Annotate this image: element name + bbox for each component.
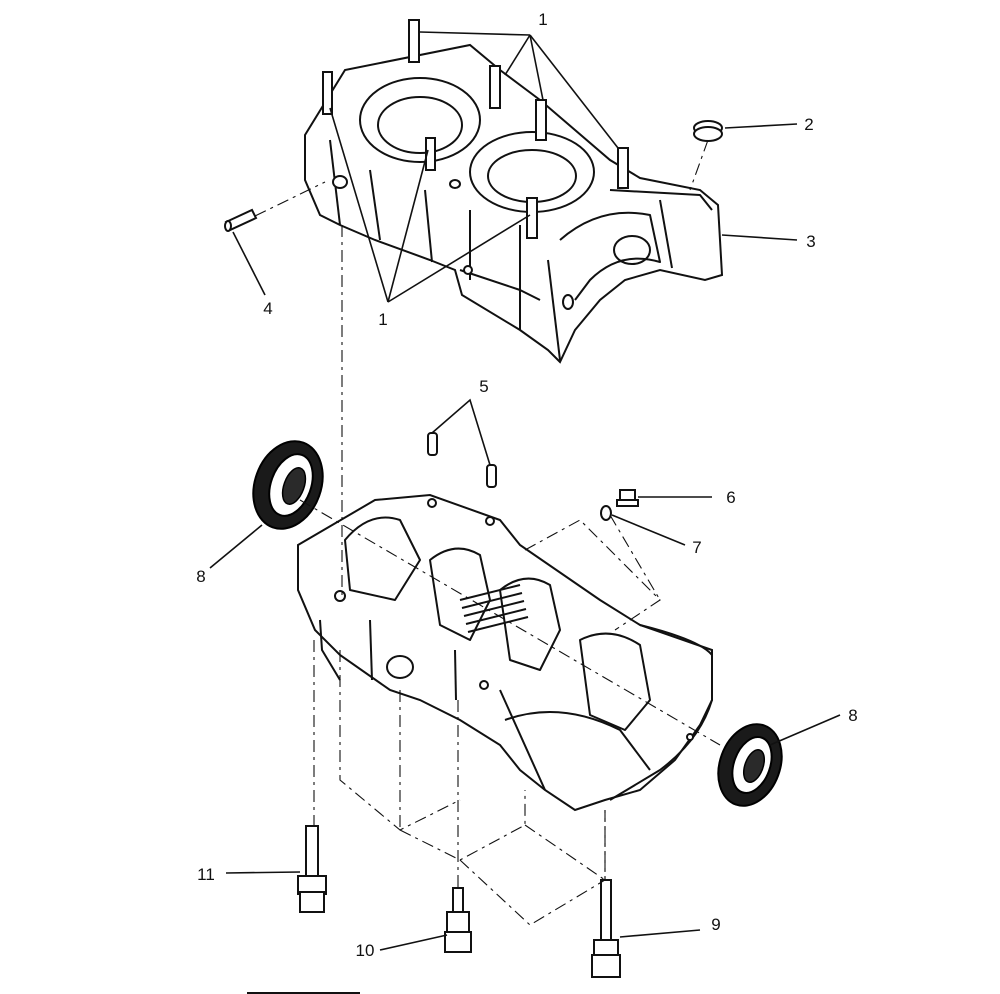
upper-crankcase bbox=[304, 43, 724, 364]
bolt-part-9 bbox=[591, 879, 621, 978]
washer-part-7 bbox=[600, 505, 612, 521]
callout-1-top: 1 bbox=[538, 10, 547, 29]
callout-11: 11 bbox=[197, 865, 215, 884]
callout-3: 3 bbox=[806, 232, 815, 251]
callout-10: 10 bbox=[356, 941, 375, 960]
bolt-part-10 bbox=[444, 887, 472, 953]
callout-6: 6 bbox=[726, 488, 735, 507]
dowel-pin-part-4 bbox=[224, 208, 258, 232]
callout-labels: 1 1 2 3 4 5 6 7 8 8 9 10 11 bbox=[196, 10, 857, 960]
callout-1-bottom: 1 bbox=[378, 310, 387, 329]
assembly-center-lines bbox=[254, 139, 721, 926]
oil-seal-part-8-right bbox=[717, 723, 783, 807]
lower-crankcase bbox=[297, 493, 713, 812]
callout-9: 9 bbox=[711, 915, 720, 934]
oil-seal-part-8-left bbox=[252, 440, 324, 530]
callout-8-right: 8 bbox=[848, 706, 857, 725]
cylinder-studs bbox=[322, 19, 629, 239]
callout-4: 4 bbox=[263, 299, 272, 318]
callout-7: 7 bbox=[692, 538, 701, 557]
callout-5: 5 bbox=[479, 377, 488, 396]
o-ring-part-2 bbox=[693, 120, 723, 142]
bolt-part-11 bbox=[297, 825, 327, 913]
leader-lines bbox=[209, 31, 841, 951]
dowel-pins-part-5 bbox=[427, 432, 497, 488]
callout-2: 2 bbox=[804, 115, 813, 134]
plug-part-6 bbox=[616, 489, 639, 507]
callout-8-left: 8 bbox=[196, 567, 205, 586]
